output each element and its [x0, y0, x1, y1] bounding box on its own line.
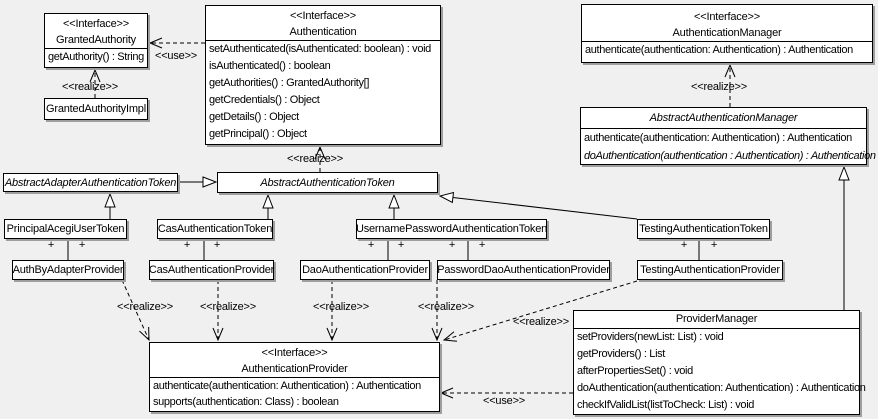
method: setProviders(newList: List) : void	[577, 331, 724, 343]
assoc-end-label: +	[397, 239, 405, 251]
assoc-end-label: +	[78, 239, 86, 251]
class-name: TestingAuthenticationToken	[639, 223, 768, 235]
class-password-dao-authentication-provider: PasswordDaoAuthenticationProvider	[437, 260, 610, 280]
stereotype: <<Interface>>	[290, 10, 356, 22]
class-authentication-manager: <<Interface>> AuthenticationManager auth…	[581, 4, 873, 63]
class-abstract-authentication-manager: AbstractAuthenticationManager authentica…	[580, 107, 876, 165]
edge-label-realize: <<realize>>	[313, 301, 369, 313]
class-name: AuthenticationManager	[672, 27, 782, 39]
class-name: AbstractAdapterAuthenticationToken	[4, 176, 177, 189]
class-name: GrantedAuthorityImpl	[46, 103, 146, 115]
edge-realize-authbyadapterprovider-authenticationprovider	[121, 279, 150, 342]
assoc-end-label: +	[213, 239, 221, 251]
class-name: Authentication	[289, 26, 357, 38]
class-cas-authentication-provider: CasAuthenticationProvider	[149, 260, 274, 280]
edge-label-realize: <<realize>>	[513, 316, 569, 328]
method: supports(authentication: Class) : boolea…	[153, 396, 339, 408]
class-username-password-authentication-token: UsernamePasswordAuthenticationToken	[356, 219, 547, 239]
class-name: AuthByAdapterProvider	[12, 264, 124, 276]
method: setAuthenticated(isAuthenticated: boolea…	[209, 43, 431, 55]
class-name: ProviderManager	[675, 313, 758, 325]
class-name: TestingAuthenticationProvider	[640, 264, 780, 276]
stereotype: <<Interface>>	[63, 18, 129, 30]
class-auth-by-adapter-provider: AuthByAdapterProvider	[12, 260, 124, 280]
edge-label-realize: <<realize>>	[200, 301, 256, 313]
class-abstract-adapter-authentication-token: AbstractAdapterAuthenticationToken	[3, 173, 178, 192]
class-name: GrantedAuthority	[56, 34, 136, 46]
class-name: AuthenticationProvider	[241, 363, 348, 375]
class-name: CasAuthenticationProvider	[148, 264, 275, 276]
method: getProviders() : List	[577, 348, 666, 360]
class-testing-authentication-provider: TestingAuthenticationProvider	[637, 260, 783, 280]
class-cas-authentication-token: CasAuthenticationToken	[157, 219, 273, 239]
class-provider-manager: ProviderManager setProviders(newList: Li…	[573, 310, 866, 415]
method: authenticate(authentication: Authenticat…	[585, 44, 853, 56]
edge-label-use: <<use>>	[482, 395, 526, 407]
assoc-end-label: +	[183, 239, 191, 251]
edge-label-realize: <<realize>>	[117, 301, 173, 313]
method: getAuthorities() : GrantedAuthority[]	[209, 77, 370, 89]
stereotype: <<Interface>>	[694, 11, 760, 23]
method: getCredentials() : Object	[209, 94, 320, 106]
class-granted-authority-impl: GrantedAuthorityImpl	[44, 98, 148, 120]
class-name: UsernamePasswordAuthenticationToken	[355, 223, 548, 235]
class-abstract-authentication-token: AbstractAuthenticationToken	[217, 172, 438, 193]
assoc-end-label: +	[478, 239, 486, 251]
class-dao-authentication-provider: DaoAuthenticationProvider	[300, 260, 430, 280]
method: getPrincipal() : Object	[209, 128, 307, 140]
class-name: PrincipalAcegiUserToken	[6, 223, 125, 235]
method: authenticate(authentication: Authenticat…	[584, 132, 852, 144]
edge-label-realize: <<realize>>	[691, 81, 747, 93]
assoc-end-label: +	[710, 239, 718, 251]
class-name: AbstractAuthenticationToken	[260, 176, 395, 189]
method: afterPropertiesSet() : void	[577, 365, 693, 377]
method: authenticate(authentication: Authenticat…	[153, 380, 421, 392]
method: checkIfValidList(listToCheck: List) : vo…	[577, 399, 755, 411]
edge-gen-testingtoken-abstracttoken	[438, 191, 638, 220]
class-name: AbstractAuthenticationManager	[649, 112, 798, 124]
class-testing-authentication-token: TestingAuthenticationToken	[637, 219, 770, 239]
edge-label-realize: <<realize>>	[287, 153, 343, 165]
method: getDetails() : Object	[209, 111, 299, 123]
class-granted-authority: <<Interface>> GrantedAuthority getAuthor…	[44, 13, 148, 68]
class-authentication: <<Interface>> Authentication setAuthenti…	[205, 5, 441, 145]
assoc-end-label: +	[367, 239, 375, 251]
class-authentication-provider: <<Interface>> AuthenticationProvider aut…	[149, 342, 440, 412]
class-name: CasAuthenticationToken	[157, 223, 273, 235]
method: doAuthentication(authentication : Authen…	[584, 150, 876, 162]
method: doAuthentication(authentication: Authent…	[577, 382, 866, 394]
edge-label-use: <<use>>	[154, 50, 198, 62]
edge-label-realize: <<realize>>	[418, 301, 474, 313]
edge-realize-testingauthenticationprovider-authenticationprovider	[442, 280, 638, 342]
assoc-end-label: +	[680, 239, 688, 251]
stereotype: <<Interface>>	[261, 347, 328, 359]
edge-label-realize: <<realize>>	[62, 81, 118, 93]
class-name: DaoAuthenticationProvider	[302, 264, 428, 276]
class-name: PasswordDaoAuthenticationProvider	[437, 264, 610, 276]
method: isAuthenticated() : boolean	[209, 60, 331, 72]
class-principal-acegi-user-token: PrincipalAcegiUserToken	[4, 219, 127, 239]
assoc-end-label: +	[448, 239, 456, 251]
assoc-end-label: +	[47, 239, 55, 251]
method: getAuthority() : String	[48, 51, 144, 63]
